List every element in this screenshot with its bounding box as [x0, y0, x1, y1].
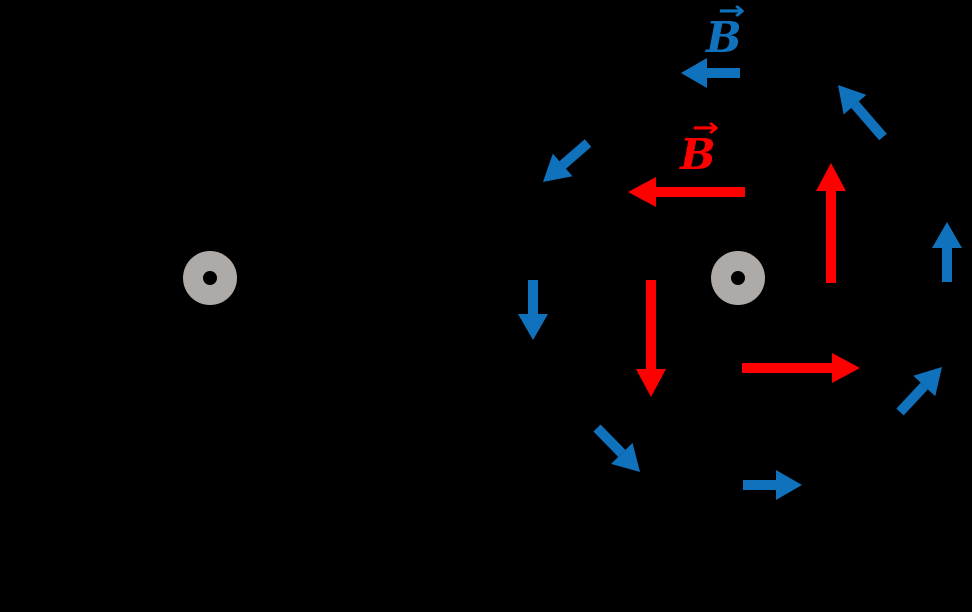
field-arrow-blue-right: [932, 222, 962, 282]
field-arrow-blue-top-right: [838, 85, 887, 141]
field-arrow-red-above: [628, 177, 745, 207]
right-wire-current-out-of-page-symbol: [711, 251, 765, 305]
field-arrow-red-below: [742, 353, 860, 383]
field-arrow-blue-bottom-right: [896, 367, 942, 416]
field-arrow-blue-left: [518, 280, 548, 340]
field-arrow-blue-top: [681, 58, 740, 88]
field-arrow-red-left: [636, 280, 666, 397]
field-arrow-blue-bottom-left: [593, 424, 640, 472]
left-wire-current-out-of-page-symbol: [183, 251, 237, 305]
field-arrow-blue-top-left: [543, 139, 592, 182]
field-arrow-red-right: [816, 163, 846, 283]
field-arrow-blue-bottom: [743, 470, 802, 500]
